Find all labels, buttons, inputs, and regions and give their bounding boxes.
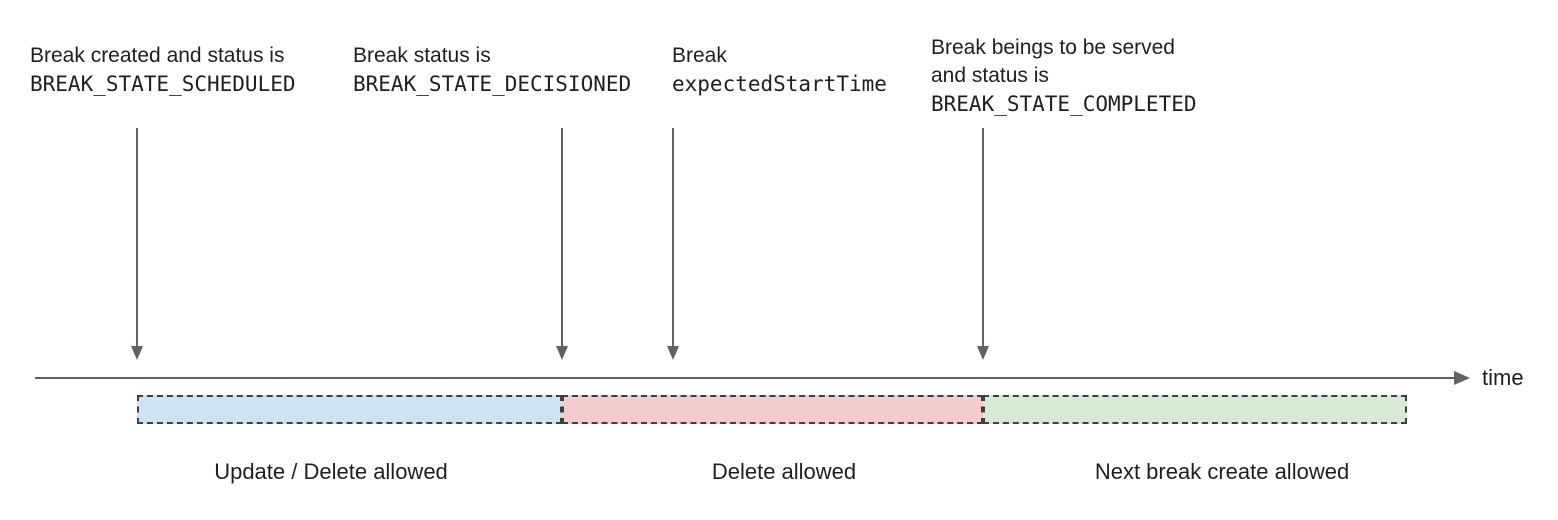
timeline-axis-line: [35, 377, 1454, 379]
segment-label-delete-allowed: Delete allowed: [711, 459, 857, 484]
annotation-code-break-state-scheduled: BREAK_STATE_SCHEDULED: [30, 72, 296, 96]
down-arrow-icon-expected-start: [667, 128, 679, 360]
arrowhead-icon: [556, 346, 568, 360]
right-arrow-icon-time-axis: [1454, 371, 1470, 385]
annotation-code-expected-start-time: expectedStartTime: [672, 72, 887, 96]
arrowhead-icon: [131, 346, 143, 360]
annotation-text: and status is: [931, 64, 1049, 87]
arrowhead-icon: [667, 346, 679, 360]
segment-next-break-create-allowed: [983, 395, 1407, 424]
annotation-expected-start-time: Break expectedStartTime: [672, 42, 887, 98]
annotation-break-scheduled: Break created and status is BREAK_STATE_…: [30, 42, 296, 98]
down-arrow-icon-scheduled: [131, 128, 143, 360]
segment-label-update-delete-allowed: Update / Delete allowed: [214, 459, 448, 484]
annotation-text: Break status is: [353, 44, 491, 67]
time-axis-label: time: [1482, 365, 1524, 390]
down-arrow-icon-completed: [977, 128, 989, 360]
annotation-break-completed: Break beings to be served and status is …: [931, 34, 1197, 118]
annotation-code-break-state-decisioned: BREAK_STATE_DECISIONED: [353, 72, 632, 96]
annotation-break-decisioned: Break status is BREAK_STATE_DECISIONED: [353, 42, 631, 98]
segment-delete-allowed: [562, 395, 983, 424]
down-arrow-icon-decisioned: [556, 128, 568, 360]
arrowhead-icon: [977, 346, 989, 360]
annotation-text: Break: [672, 44, 727, 67]
segment-update-delete-allowed: [137, 395, 562, 424]
segment-label-next-break-create-allowed: Next break create allowed: [1094, 459, 1350, 484]
annotation-text: Break beings to be served: [931, 36, 1175, 59]
annotation-code-break-state-completed: BREAK_STATE_COMPLETED: [931, 92, 1197, 116]
annotation-text: Break created and status is: [30, 44, 285, 67]
